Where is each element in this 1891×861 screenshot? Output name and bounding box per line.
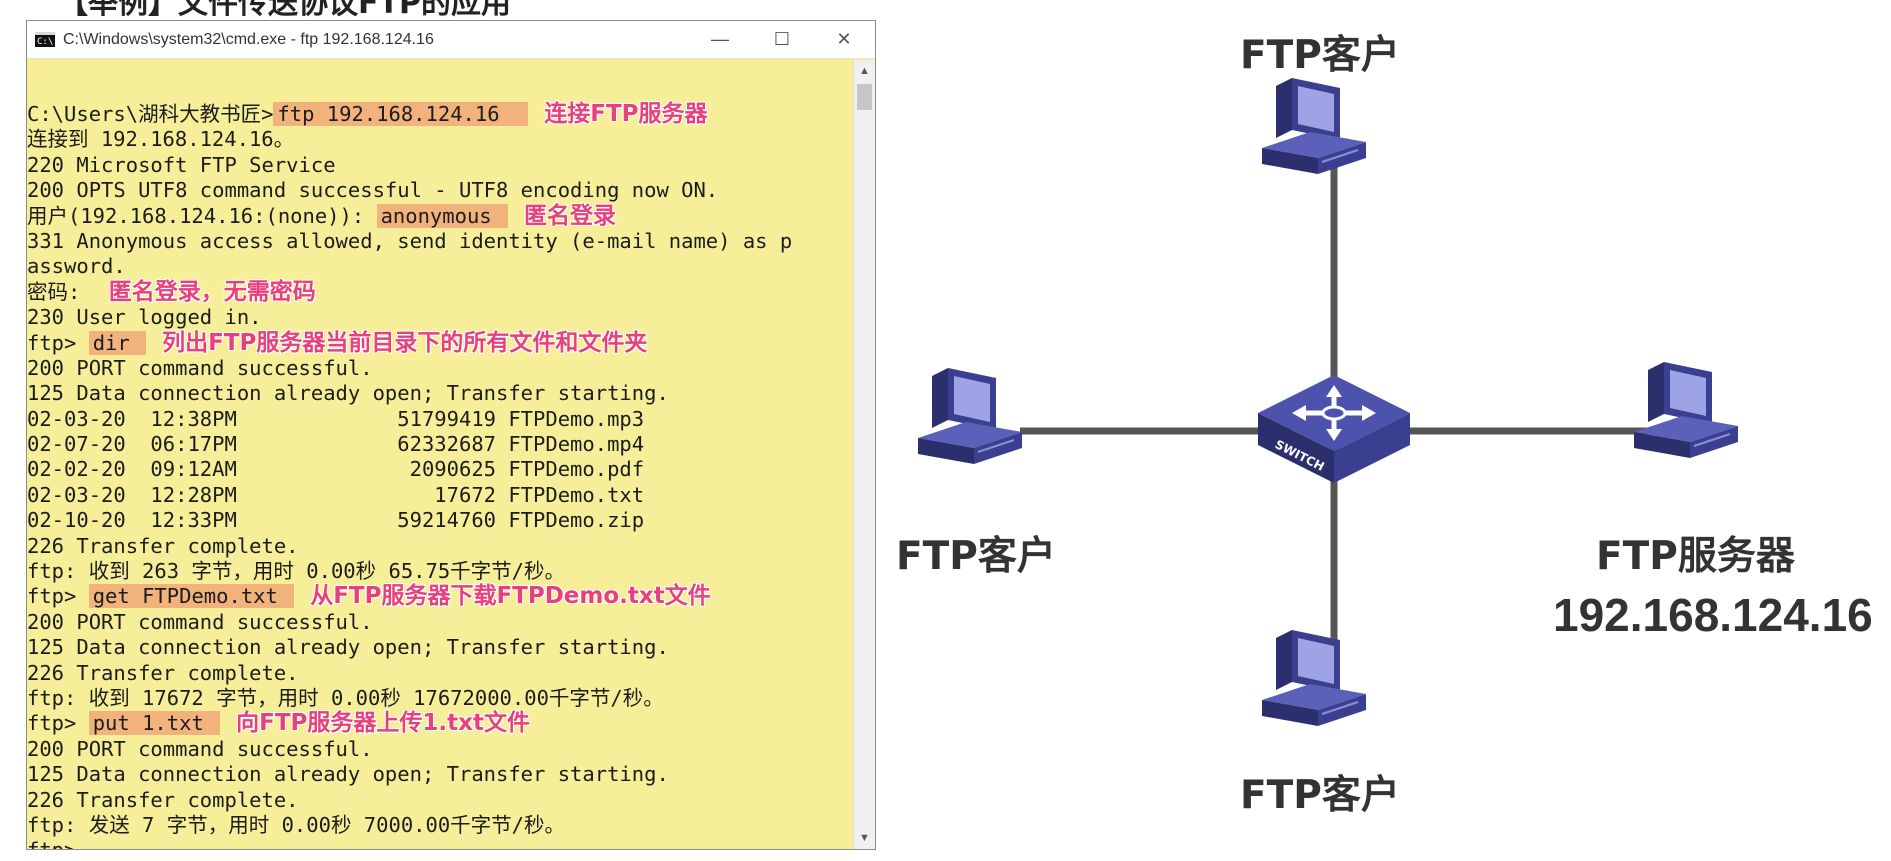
console-line: 连接到 192.168.124.16。 [27,127,853,152]
client-top-label: FTP客户 [1240,33,1400,78]
console-text: 200 OPTS UTF8 command successful - UTF8 … [27,178,719,203]
console-line: ftp> dir 列出FTP服务器当前目录下的所有文件和文件夹 [27,329,853,356]
client-bottom-label: FTP客户 [1240,773,1400,818]
pc-top-icon [1261,77,1367,175]
console-text: ftp: 发送 7 字节，用时 0.00秒 7000.00千字节/秒。 [27,812,566,837]
console-line: 230 User logged in. [27,305,853,330]
scroll-down-arrow-icon[interactable]: ▼ [859,832,870,844]
console-text: 125 Data connection already open; Transf… [27,635,669,660]
console-text: C:\Users\湖科大教书匠> [27,102,274,126]
console-text: assword. [27,254,126,279]
highlighted-command: ftp 192.168.124.16 [273,102,529,126]
console-text: 200 PORT command successful. [27,736,373,761]
console-text: 331 Anonymous access allowed, send ident… [27,228,793,253]
switch-icon: SWITCH [1258,375,1410,483]
client-left-label: FTP客户 [896,534,1056,579]
console-line: 200 PORT command successful. [27,737,853,762]
console-line: C:\Users\湖科大教书匠>ftp 192.168.124.16 连接FTP… [27,101,853,127]
console-output[interactable]: C:\Users\湖科大教书匠>ftp 192.168.124.16 连接FTP… [27,60,853,849]
console-line: 200 OPTS UTF8 command successful - UTF8 … [27,178,853,203]
console-text: ftp> [27,838,76,849]
annotation: 匿名登录 [523,202,616,229]
console-text: ftp> [27,330,89,355]
console-text: 226 Transfer complete. [27,533,299,558]
console-text: 125 Data connection already open; Transf… [27,381,669,406]
pc-bottom-icon [1261,629,1367,727]
console-text: 226 Transfer complete. [27,787,299,812]
console-line: ftp: 收到 263 字节，用时 0.00秒 65.75千字节/秒。 [27,559,853,584]
console-line: ftp: 发送 7 字节，用时 0.00秒 7000.00千字节/秒。 [27,813,853,838]
window-titlebar[interactable]: C:\ C:\Windows\system32\cmd.exe - ftp 19… [27,21,875,59]
console-line: 220 Microsoft FTP Service [27,153,853,178]
pc-right-icon [1633,361,1739,459]
console-text: 125 Data connection already open; Transf… [27,762,669,787]
console-text: 02-07-20 06:17PM 62332687 FTPDemo.mp4 [27,432,645,457]
window-title: C:\Windows\system32\cmd.exe - ftp 192.16… [63,30,434,48]
console-text: 230 User logged in. [27,305,262,330]
console-line: 02-02-20 09:12AM 2090625 FTPDemo.pdf [27,457,853,482]
console-line: ftp: 收到 17672 字节，用时 0.00秒 17672000.00千字节… [27,686,853,711]
console-line: ftp> get FTPDemo.txt 从FTP服务器下载FTPDemo.tx… [27,584,853,609]
console-text: ftp> [27,584,89,609]
page-heading: 【举例】文件传送协议FTP的应用 [58,0,511,21]
switch-text: SWITCH [1273,437,1327,474]
console-line: 125 Data connection already open; Transf… [27,635,853,660]
console-text: 用户(192.168.124.16:(none)): [27,203,377,228]
highlighted-command: anonymous [376,203,508,228]
console-text: 200 PORT command successful. [27,355,373,380]
server-ip-label: 192.168.124.16 [1553,589,1873,641]
scroll-up-arrow-icon[interactable]: ▲ [859,65,870,77]
console-line: 02-10-20 12:33PM 59214760 FTPDemo.zip [27,508,853,533]
console-line: ftp> put 1.txt 向FTP服务器上传1.txt文件 [27,711,853,736]
console-line: assword. [27,254,853,279]
console-text: 02-03-20 12:28PM 17672 FTPDemo.txt [27,482,645,507]
console-text: 连接到 192.168.124.16。 [27,127,295,152]
console-line: 226 Transfer complete. [27,534,853,559]
console-text: 02-10-20 12:33PM 59214760 FTPDemo.zip [27,508,645,533]
annotation: 连接FTP服务器 [544,101,708,127]
console-line: 226 Transfer complete. [27,788,853,813]
cmd-app-icon: C:\ [35,32,55,47]
pc-left-icon [917,367,1023,465]
cmd-window[interactable]: C:\ C:\Windows\system32\cmd.exe - ftp 19… [26,20,876,850]
console-line: 02-03-20 12:28PM 17672 FTPDemo.txt [27,483,853,508]
highlighted-command: dir [88,330,147,355]
console-text: 02-02-20 09:12AM 2090625 FTPDemo.pdf [27,457,645,482]
console-line: 02-03-20 12:38PM 51799419 FTPDemo.mp3 [27,407,853,432]
annotation: 匿名登录，无需密码 [108,278,316,305]
console-line: 200 PORT command successful. [27,610,853,635]
console-line: 用户(192.168.124.16:(none)): anonymous 匿名登… [27,202,853,229]
console-line: 200 PORT command successful. [27,356,853,381]
console-text: 密码: [27,279,93,304]
annotation: 列出FTP服务器当前目录下的所有文件和文件夹 [162,329,648,356]
console-text: ftp: 收到 17672 字节，用时 0.00秒 17672000.00千字节… [27,685,664,710]
highlighted-command: get FTPDemo.txt [88,584,295,609]
annotation: 向FTP服务器上传1.txt文件 [236,710,530,737]
console-line: 125 Data connection already open; Transf… [27,381,853,406]
console-line: 125 Data connection already open; Transf… [27,762,853,787]
console-line: ftp> [27,838,853,849]
console-line: 02-07-20 06:17PM 62332687 FTPDemo.mp4 [27,432,853,457]
console-text: 02-03-20 12:38PM 51799419 FTPDemo.mp3 [27,406,645,431]
console-line: 密码: 匿名登录，无需密码 [27,278,853,305]
highlighted-command: put 1.txt [88,711,221,736]
console-text: ftp: 收到 263 字节，用时 0.00秒 65.75千字节/秒。 [27,559,566,584]
annotation: 从FTP服务器下载FTPDemo.txt文件 [310,583,711,610]
console-text: 200 PORT command successful. [27,609,373,634]
console-line: 226 Transfer complete. [27,661,853,686]
close-button[interactable]: ✕ [836,29,852,49]
maximize-button[interactable]: ☐ [773,29,791,49]
minimize-button[interactable]: — [711,29,729,49]
console-text: 226 Transfer complete. [27,660,299,685]
vertical-scrollbar[interactable]: ▲ ▼ [853,60,875,849]
console-line: 331 Anonymous access allowed, send ident… [27,229,853,254]
scroll-thumb[interactable] [857,84,872,110]
console-text: ftp> [27,711,89,736]
server-label: FTP服务器 [1596,534,1795,579]
console-text: 220 Microsoft FTP Service [27,152,336,177]
